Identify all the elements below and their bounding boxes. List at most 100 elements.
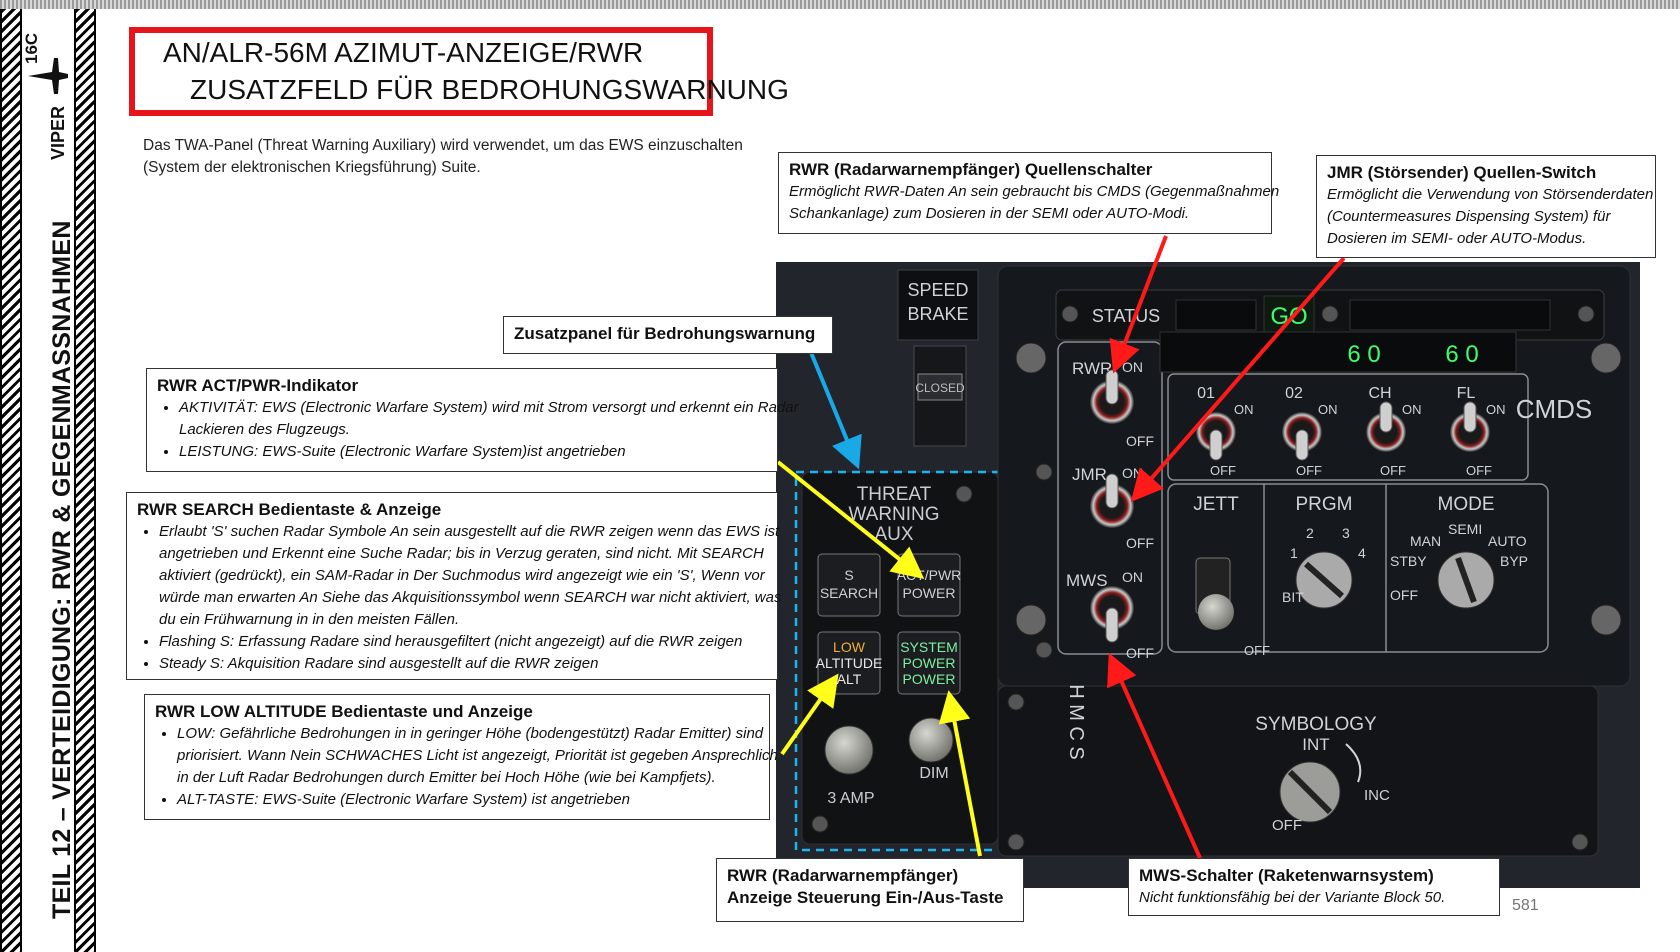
twa-label-3: AUX xyxy=(874,524,913,545)
callout-act-pwr-bullet2: LEISTUNG: EWS-Suite (Electronic Warfare … xyxy=(179,441,767,463)
search-button-s: S xyxy=(844,567,853,583)
callout-search-bullet3: Steady S: Akquisition Radare sind ausges… xyxy=(159,653,767,675)
system-power-button[interactable]: SYSTEM POWER POWER xyxy=(897,631,961,695)
jmr-label: JMR xyxy=(1072,465,1107,484)
arrow-mws xyxy=(1107,652,1202,859)
intro-text: Das TWA-Panel (Threat Warning Auxiliary)… xyxy=(143,135,743,179)
callout-jmr-source-heading: JMR (Störsender) Quellen-Switch xyxy=(1327,163,1597,182)
page-title-line1: AN/ALR-56M AZIMUT-ANZEIGE/RWR xyxy=(163,37,644,68)
jmr-off-label: OFF xyxy=(1126,535,1154,551)
mode-off: OFF xyxy=(1390,587,1418,603)
speed-brake-label-2: BRAKE xyxy=(907,304,968,324)
ch-01-off: OFF xyxy=(1210,463,1236,478)
prgm-label: PRGM xyxy=(1296,494,1353,515)
cmds-switch-02[interactable] xyxy=(1282,412,1322,461)
callout-act-pwr-b1l2: Lackieren des Flugzeugs. xyxy=(179,421,350,438)
callout-search: RWR SEARCH Bedientaste & Anzeige Erlaubt… xyxy=(126,492,782,680)
cmds-label: CMDS xyxy=(1516,394,1593,424)
ch-01-label: 01 xyxy=(1197,385,1215,402)
symbology-label-1: SYMBOLOGY xyxy=(1255,714,1377,735)
power-label: POWER xyxy=(903,585,956,601)
mode-byp: BYP xyxy=(1500,553,1528,569)
ch-fl-on: ON xyxy=(1486,402,1506,417)
page-title-line2: ZUSATZFELD FÜR BEDROHUNGSWARNUNG xyxy=(190,74,789,105)
callout-low-altitude-bullet1: LOW: Gefährliche Bedrohungen in in gerin… xyxy=(177,723,778,789)
speed-brake-label-1: SPEED xyxy=(907,280,968,300)
status-label: STATUS xyxy=(1092,306,1160,326)
inc-label: INC xyxy=(1364,787,1390,804)
ch-fl-off: OFF xyxy=(1466,463,1492,478)
callout-search-b1l3: aktiviert (gedrückt), ein SAM-Radar in D… xyxy=(159,567,765,584)
dim-label: DIM xyxy=(919,765,948,782)
page-number: 581 xyxy=(1512,897,1539,914)
callout-search-heading: RWR SEARCH Bedientaste & Anzeige xyxy=(137,500,442,519)
twa-label-2: WARNING xyxy=(848,504,939,525)
mode-label: MODE xyxy=(1438,494,1495,515)
ch-02-off: OFF xyxy=(1296,463,1322,478)
ch-ch-on: ON xyxy=(1402,402,1422,417)
jett-off: OFF xyxy=(1244,643,1270,658)
callout-power-button-line1: RWR (Radarwarnempfänger) xyxy=(727,866,959,885)
search-button[interactable]: S SEARCH xyxy=(817,553,881,617)
callout-rwr-source-heading: RWR (Radarwarnempfänger) Quellenschalter xyxy=(789,160,1153,179)
mode-semi: SEMI xyxy=(1448,521,1482,537)
callout-low-altitude-b1l1: LOW: Gefährliche Bedrohungen in in gerin… xyxy=(177,725,764,742)
cmds-switch-ch[interactable] xyxy=(1366,401,1406,452)
callout-rwr-source-line1: Ermöglicht RWR-Daten An sein gebraucht b… xyxy=(789,183,1280,200)
callout-mws-heading: MWS-Schalter (Raketenwarnsystem) xyxy=(1139,866,1434,885)
ch-02-label: 02 xyxy=(1285,385,1303,402)
callout-act-pwr-bullet1: AKTIVITÄT: EWS (Electronic Warfare Syste… xyxy=(179,397,799,441)
prgm-1: 1 xyxy=(1290,545,1298,561)
arrow-power-button xyxy=(938,690,982,857)
fuse-cap xyxy=(824,725,874,775)
mode-auto: AUTO xyxy=(1488,533,1527,549)
jett-label: JETT xyxy=(1193,494,1239,515)
symbology-off: OFF xyxy=(1272,817,1302,834)
mws-label: MWS xyxy=(1066,571,1108,590)
callout-search-b1l2: angetrieben und Erkennt eine Suche Radar… xyxy=(159,545,764,562)
callout-jmr-source-line1: Ermöglicht die Verwendung von Störsender… xyxy=(1327,186,1654,203)
sidebar-hatch-right xyxy=(74,9,96,952)
mws-on-label: ON xyxy=(1122,569,1143,585)
sidebar-hatch-left xyxy=(0,9,22,952)
alt-label: ALT xyxy=(837,671,862,687)
closed-label: CLOSED xyxy=(915,381,965,395)
flare-display: 6 0 xyxy=(1445,341,1478,368)
search-button-label: SEARCH xyxy=(820,585,878,601)
arrow-rwr-source xyxy=(1109,235,1168,374)
low-label: LOW xyxy=(833,639,866,655)
mode-man: MAN xyxy=(1410,533,1441,549)
prgm-bit: BIT xyxy=(1282,589,1304,605)
callout-search-b1l4: würde man erwarten An Siehe das Akquisit… xyxy=(159,589,782,606)
callout-low-altitude-b1l3: in der Luft Radar Bedrohungen durch Emit… xyxy=(177,769,716,786)
callout-low-altitude: RWR LOW ALTITUDE Bedientaste und Anzeige… xyxy=(144,694,778,820)
callout-aux-panel-heading: Zusatzpanel für Bedrohungswarnung xyxy=(514,324,816,343)
ch-01-on: ON xyxy=(1234,402,1254,417)
mode-stby: STBY xyxy=(1390,553,1427,569)
rwr-off-label: OFF xyxy=(1126,433,1154,449)
system-label: SYSTEM xyxy=(900,639,958,655)
system-power-label-2: POWER xyxy=(903,671,956,687)
callout-aux-panel: Zusatzpanel für Bedrohungswarnung xyxy=(503,316,833,354)
callout-rwr-source: RWR (Radarwarnempfänger) Quellenschalter… xyxy=(778,152,1280,234)
hmcs-label: H M C S xyxy=(1065,684,1087,760)
cmds-switch-01[interactable] xyxy=(1196,412,1236,461)
callout-rwr-source-line2: Schankanlage) zum Dosieren in der SEMI o… xyxy=(789,205,1190,222)
callout-low-altitude-b1l2: priorisiert. Wann Nein SCHWACHES Licht i… xyxy=(177,747,778,764)
symbology-label-2: INT xyxy=(1302,735,1329,754)
jett-switch[interactable] xyxy=(1198,594,1234,630)
callout-search-b1l5: du ein Frühwarnung in in den meisten Fäl… xyxy=(159,611,460,628)
intro-line1: Das TWA-Panel (Threat Warning Auxiliary)… xyxy=(143,137,743,154)
cmds-switch-fl[interactable] xyxy=(1450,401,1490,452)
callout-search-bullet1: Erlaubt 'S' suchen Radar Symbole An sein… xyxy=(159,521,782,631)
twa-label-1: THREAT xyxy=(857,484,932,505)
rwr-label: RWR xyxy=(1072,359,1112,378)
dim-knob[interactable] xyxy=(908,717,954,763)
ch-ch-label: CH xyxy=(1368,385,1391,402)
callout-jmr-source-line3: Dosieren im SEMI- oder AUTO-Modus. xyxy=(1327,230,1587,247)
callout-low-altitude-bullet2: ALT-TASTE: EWS-Suite (Electronic Warfare… xyxy=(177,789,759,811)
jet-silhouette-icon xyxy=(28,58,68,94)
callout-low-altitude-heading: RWR LOW ALTITUDE Bedientaste und Anzeige xyxy=(155,702,533,721)
arrow-aux-panel xyxy=(808,349,862,470)
